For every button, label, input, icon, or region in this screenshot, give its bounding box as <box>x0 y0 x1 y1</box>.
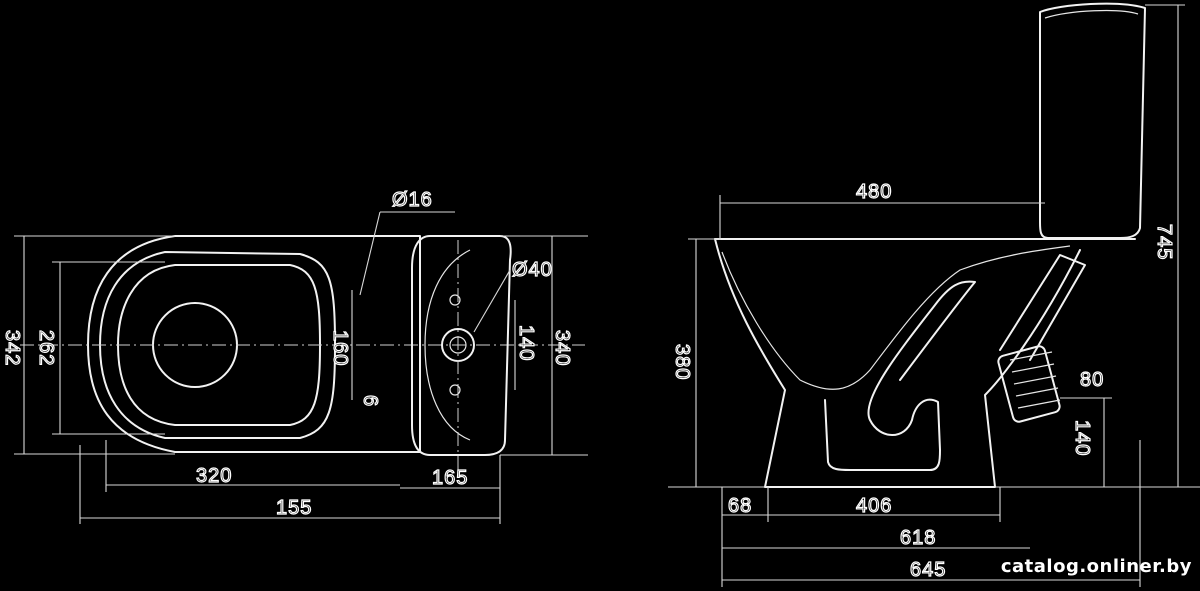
fixing-hole-bottom <box>449 384 461 396</box>
bowl-inner <box>721 245 1071 390</box>
label-140-side: 140 <box>1071 420 1093 456</box>
label-320: 320 <box>196 465 232 487</box>
corrugated-outlet <box>997 345 1061 423</box>
label-645: 645 <box>910 559 946 581</box>
cistern-lid <box>1044 9 1139 19</box>
label-d16: Ø16 <box>392 189 433 211</box>
label-340: 340 <box>551 330 573 366</box>
dim-leader-d16 <box>359 211 381 296</box>
bowl-opening <box>117 264 321 426</box>
label-d40: Ø40 <box>512 259 553 281</box>
cistern-inner <box>424 249 471 441</box>
label-6: 6 <box>359 395 381 407</box>
label-618: 618 <box>900 527 936 549</box>
label-406: 406 <box>856 495 892 517</box>
label-480: 480 <box>856 181 892 203</box>
label-68: 68 <box>728 495 752 517</box>
fixing-hole-top <box>449 294 461 306</box>
label-160: 160 <box>329 330 351 366</box>
top-view: Ø16 Ø40 342 262 160 6 140 340 320 165 15… <box>0 188 588 524</box>
label-165: 165 <box>432 467 468 489</box>
label-140: 140 <box>515 325 537 361</box>
label-745: 745 <box>1153 224 1175 260</box>
bowl-outline <box>87 235 421 453</box>
dim-leader-d40 <box>473 269 511 333</box>
label-262: 262 <box>35 330 57 366</box>
label-380: 380 <box>671 344 693 380</box>
label-155: 155 <box>276 497 312 519</box>
cistern-side <box>1039 2 1146 239</box>
cistern-plan <box>411 235 512 456</box>
bowl-body <box>714 238 1081 488</box>
label-80: 80 <box>1080 369 1104 391</box>
label-342: 342 <box>1 330 23 366</box>
trapway <box>824 280 976 471</box>
side-view: 480 745 380 80 140 68 406 618 645 <box>668 2 1200 587</box>
watermark[interactable]: catalog.onliner.by <box>1000 556 1192 577</box>
seat-outline <box>99 251 336 439</box>
outlet-pipe <box>999 254 1086 361</box>
